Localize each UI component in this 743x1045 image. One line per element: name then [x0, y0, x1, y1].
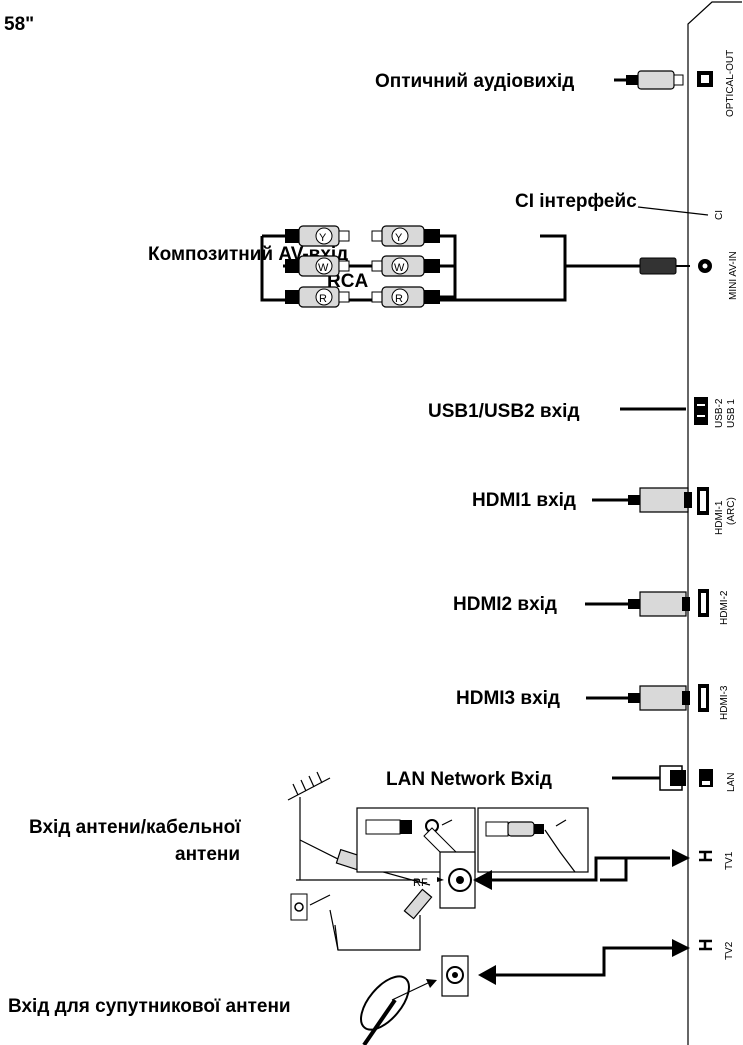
- tv-panel-edge: [687, 1, 742, 1045]
- tv1-port-icon: [699, 850, 712, 862]
- label-antenna-line1: Вхід антени/кабельної: [29, 817, 241, 838]
- optical-plug-icon: [637, 70, 675, 90]
- rf-connector-icon: RF: [413, 851, 476, 909]
- port-mini-av: MINI AV-IN: [728, 251, 739, 300]
- hdmi2-row: HDMI2 вхід HDMI-2: [453, 589, 730, 625]
- optical-row: Оптичний аудіовихід OPTICAL-OUT: [375, 50, 736, 117]
- port-usb-a: USB-2: [714, 398, 725, 428]
- port-tv1: TV1: [724, 851, 735, 870]
- antenna-row: Вхід антени/кабельної антени: [29, 771, 735, 951]
- hdmi2-plug-icon: [639, 591, 687, 617]
- port-optical: OPTICAL-OUT: [725, 50, 736, 117]
- label-hdmi3: HDMI3 вхід: [456, 688, 560, 709]
- lan-row: LAN Network Вхід LAN: [386, 765, 737, 792]
- port-hdmi3: HDMI-3: [719, 685, 730, 720]
- port-hdmi1-a: HDMI-1: [714, 500, 725, 535]
- port-hdmi1-b: (ARC): [726, 497, 737, 525]
- rca-y-left: Y: [319, 232, 327, 244]
- rca-w-right: W: [394, 262, 405, 274]
- usb-row: USB1/USB2 вхід USB-2 USB 1: [428, 397, 737, 428]
- model-label: 58": [4, 14, 34, 35]
- arrow-tv2-icon: [478, 965, 496, 985]
- hdmi3-plug-icon: [639, 685, 687, 711]
- arrow-tv1-icon: [473, 870, 492, 890]
- rca-left-plugs: Y W R: [285, 225, 350, 308]
- hdmi1-plug-icon: [639, 487, 689, 513]
- av-row: Композитний AV-вхід RCA Y W R: [148, 225, 739, 308]
- rca-w-left: W: [318, 262, 329, 274]
- satellite-dish-icon: [360, 975, 437, 1045]
- rca-r-right: R: [395, 293, 403, 305]
- satellite-socket-icon: [441, 955, 469, 997]
- label-satellite: Вхід для супутникової антени: [8, 996, 291, 1017]
- satellite-row: Вхід для супутникової антени TV2: [8, 939, 735, 1045]
- rf-label: RF: [413, 877, 428, 889]
- rca-y-right: Y: [395, 232, 403, 244]
- hdmi1-row: HDMI1 вхід HDMI-1 (ARC): [472, 487, 737, 535]
- aerial-icon: [287, 771, 420, 881]
- port-usb-b: USB 1: [726, 399, 737, 428]
- rca-right-plugs: Y W R: [371, 225, 440, 308]
- rca-r-left: R: [319, 293, 327, 305]
- usb-port-icon: [694, 397, 708, 425]
- tv2-port-icon: [699, 939, 712, 951]
- label-antenna-line2: антени: [175, 844, 240, 865]
- wall-socket-icon: [290, 888, 433, 951]
- label-usb: USB1/USB2 вхід: [428, 401, 580, 422]
- port-ci: CI: [714, 210, 725, 220]
- ci-row: CI інтерфейс CI: [515, 191, 725, 220]
- label-hdmi2: HDMI2 вхід: [453, 594, 557, 615]
- label-hdmi1: HDMI1 вхід: [472, 490, 576, 511]
- port-hdmi2: HDMI-2: [719, 590, 730, 625]
- port-tv2: TV2: [724, 941, 735, 960]
- port-lan: LAN: [726, 773, 737, 792]
- label-lan: LAN Network Вхід: [386, 769, 552, 790]
- mini-av-plug-icon: [639, 257, 677, 275]
- hdmi3-row: HDMI3 вхід HDMI-3: [456, 684, 730, 720]
- label-av-line2: RCA: [327, 271, 368, 292]
- label-optical: Оптичний аудіовихід: [375, 71, 574, 92]
- label-ci: CI інтерфейс: [515, 191, 637, 212]
